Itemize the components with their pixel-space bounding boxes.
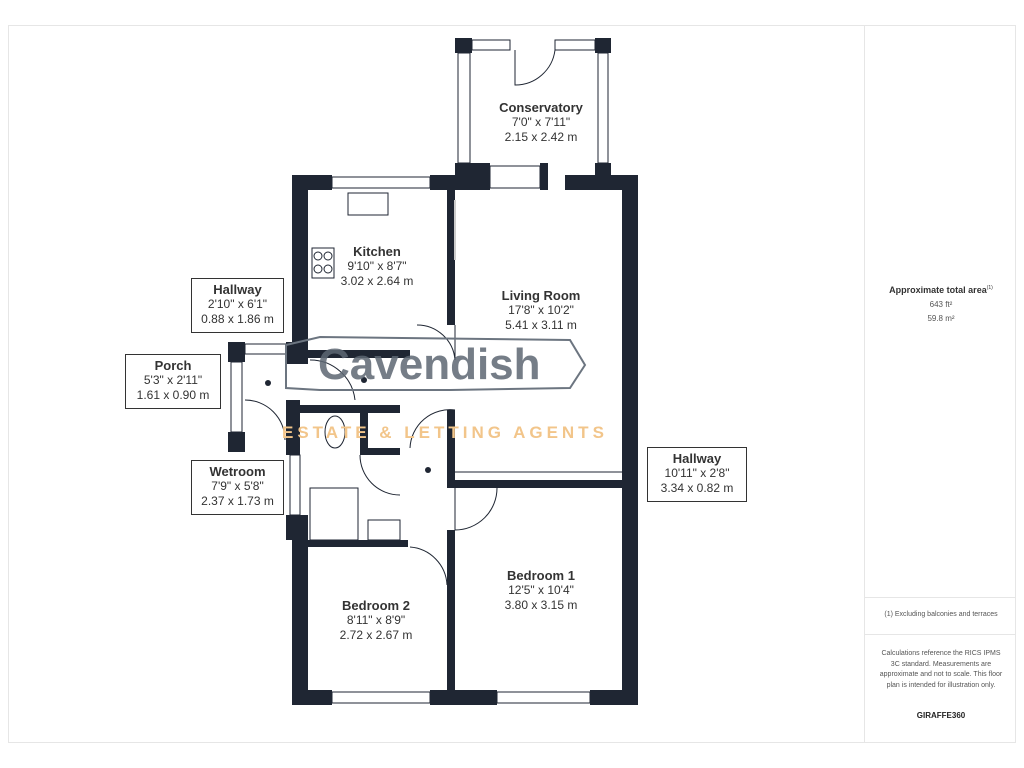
giraffe360-logo: GIRAFFE360 <box>916 711 966 720</box>
area-ft: 643 ft² <box>929 300 953 309</box>
watermark-brand: Cavendish <box>318 340 541 389</box>
disclaimer: Calculations reference the RICS IPMS 3C … <box>879 650 1003 689</box>
info-panel: Approximate total area(1) 643 ft² 59.8 m… <box>864 25 1016 743</box>
watermark-outline <box>285 335 587 391</box>
area-m: 59.8 m² <box>927 314 955 323</box>
walls <box>228 38 638 705</box>
watermark-tagline: ESTATE & LETTING AGENTS <box>282 423 608 442</box>
page-frame <box>8 25 1016 743</box>
footnote: (1) Excluding balconies and terraces <box>884 611 998 618</box>
floor-plan <box>228 38 638 705</box>
area-title: Approximate total area(1) <box>889 285 993 295</box>
windows-doors <box>230 39 622 704</box>
